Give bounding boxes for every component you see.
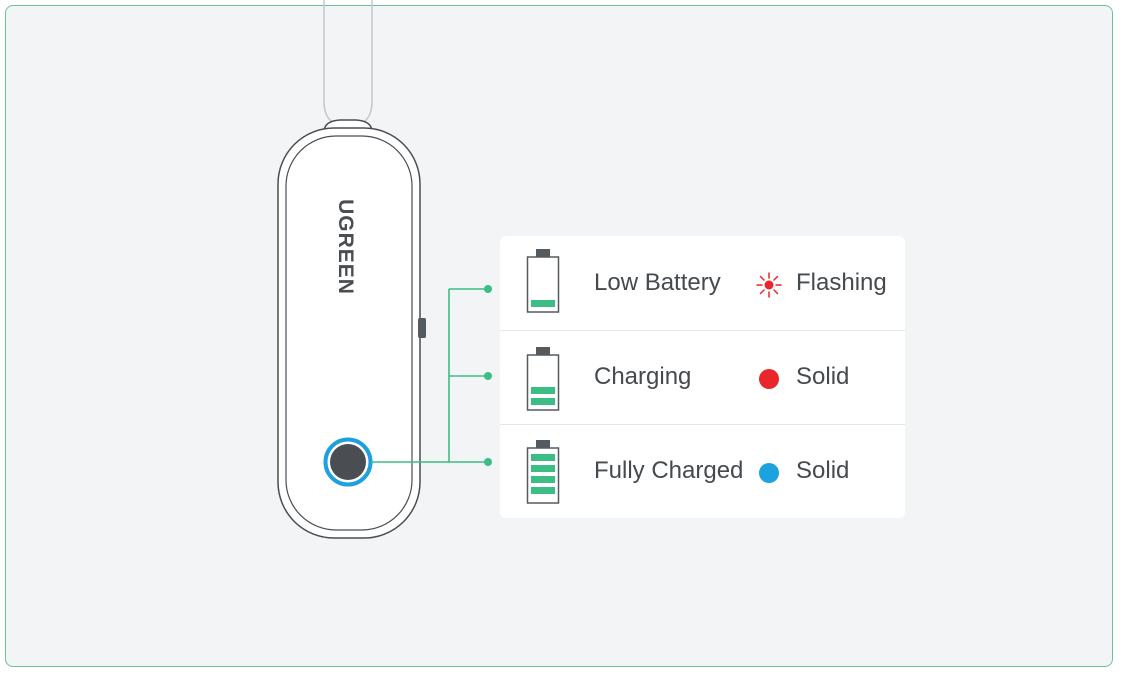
- legend-row-low-battery: Low Battery Flashing: [500, 236, 905, 330]
- legend-row-charging: Charging Solid: [500, 330, 905, 424]
- lanyard-string: [323, 0, 339, 126]
- brand-logo: UGREEN: [334, 199, 357, 295]
- connector-dot: [484, 285, 492, 293]
- legend-status: Flashing: [796, 269, 887, 296]
- brand-logo-text: UGREEN: [334, 199, 357, 295]
- battery-icon: [526, 249, 560, 313]
- legend-status: Solid: [796, 363, 850, 390]
- legend-label: Charging: [594, 363, 692, 390]
- connector-dot: [484, 372, 492, 380]
- power-button-icon: [330, 444, 366, 480]
- battery-icon: [526, 347, 560, 411]
- status-legend-panel: Low Battery Flashing Charging: [500, 236, 905, 518]
- connector-dot: [484, 458, 492, 466]
- legend-label: Low Battery: [594, 269, 721, 296]
- connector-lines: [371, 288, 488, 463]
- button-ring: [323, 437, 373, 487]
- side-button: [418, 318, 426, 338]
- battery-icon: [526, 440, 560, 504]
- legend-row-fully-charged: Fully Charged Solid: [500, 424, 905, 518]
- led-dot-icon: [759, 463, 779, 483]
- flash-burst-icon: [756, 272, 782, 298]
- led-dot-icon: [759, 369, 779, 389]
- lanyard-string: [357, 0, 373, 126]
- legend-label: Fully Charged: [594, 457, 744, 484]
- device-body-inner: [285, 135, 413, 531]
- legend-status: Solid: [796, 457, 850, 484]
